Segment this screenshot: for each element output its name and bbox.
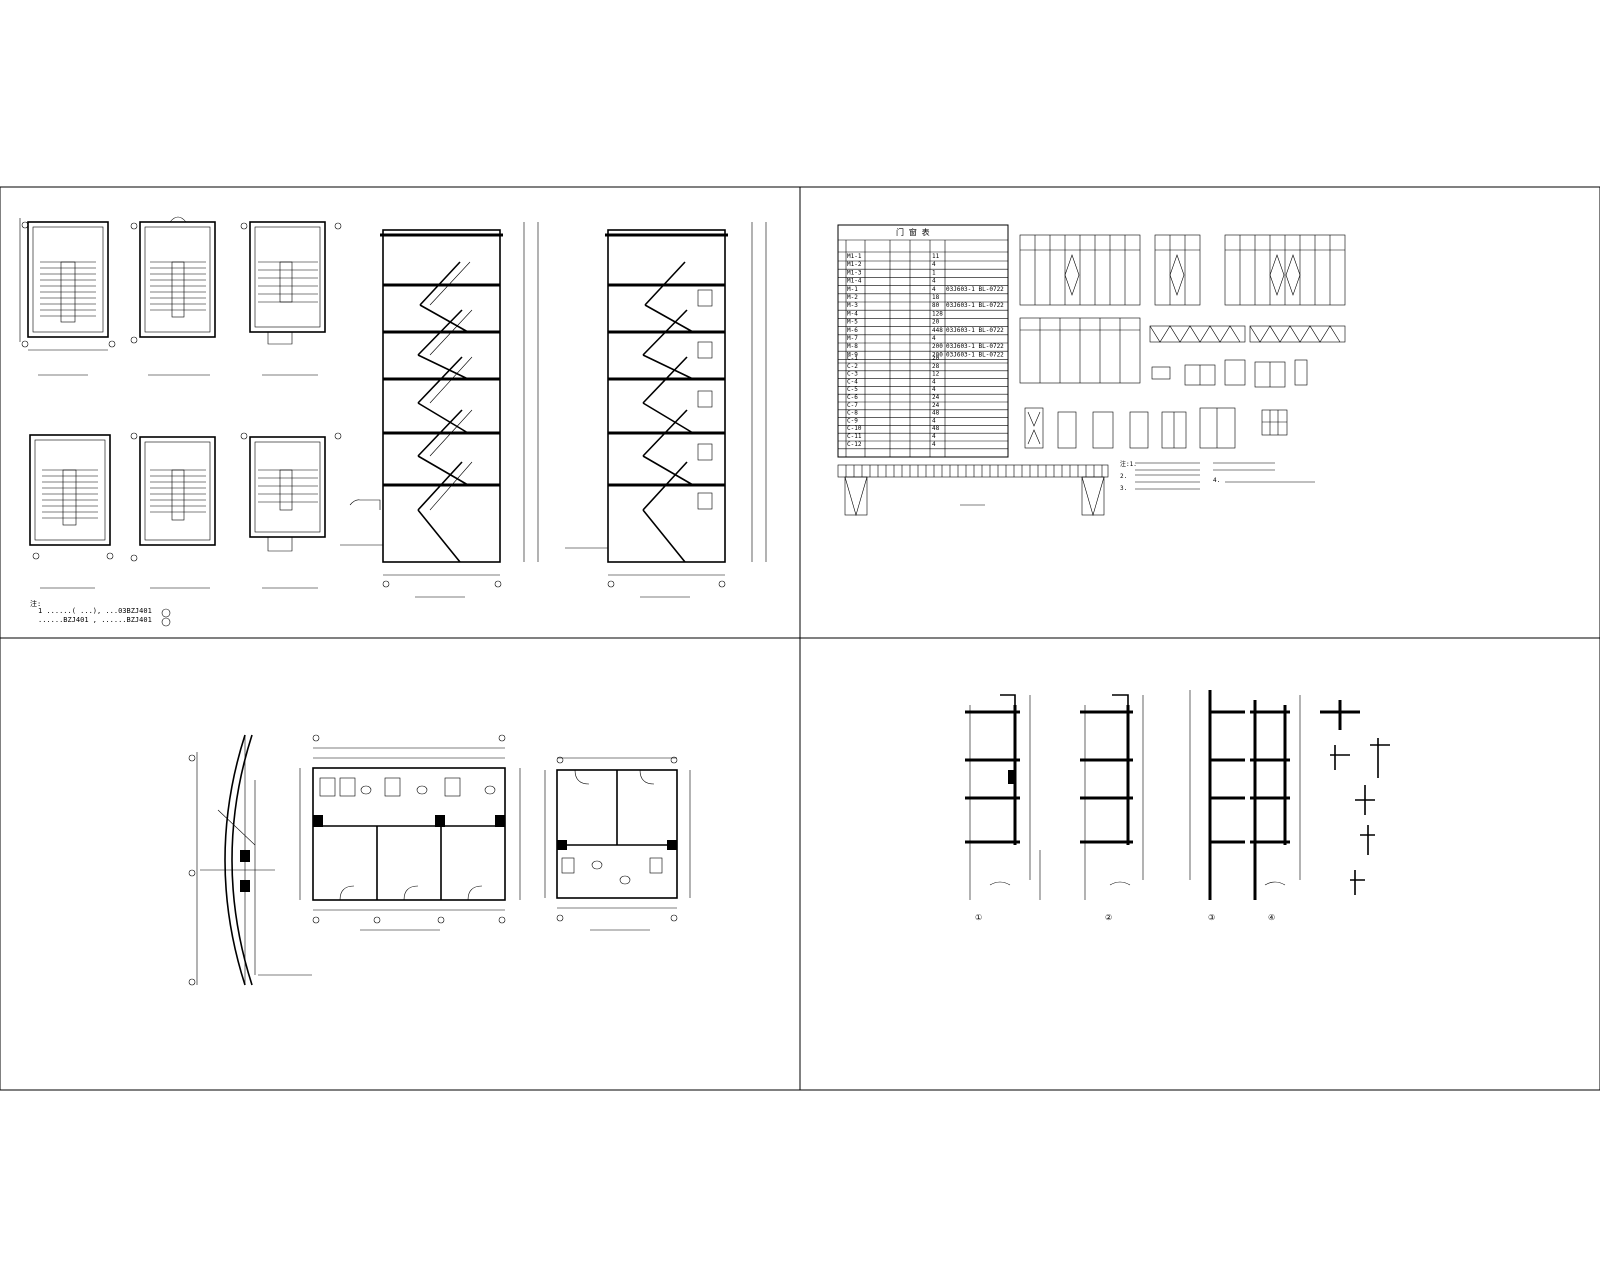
wall-section-4: ④ — [1250, 695, 1301, 922]
detail-mark-1: ① — [975, 913, 982, 922]
window-row-count: 4 — [932, 386, 936, 393]
door-row-code: M1-2 — [847, 261, 862, 268]
door-row-count: 4 — [932, 278, 936, 285]
stair-section-b — [565, 222, 767, 598]
detail-mark-icon — [161, 608, 171, 618]
door-row-ref: 03J603-1 BL-0722 — [946, 343, 1004, 350]
door-row-count: 11 — [932, 253, 940, 260]
door-row-ref: 03J603-1 BL-0722 — [946, 351, 1004, 358]
door-row-count: 20 — [932, 319, 940, 326]
window-row-code: C-8 — [847, 410, 858, 417]
window-row-count: 48 — [932, 425, 940, 432]
stair-note-line1: 1 ......( ...), ...03BZJ401 — [38, 607, 152, 615]
curved-wall-plan — [188, 734, 312, 986]
window-row-count: 48 — [932, 410, 940, 417]
note-1: 注:1. — [1120, 460, 1137, 468]
window-row-count: 12 — [932, 371, 940, 378]
door-row-code: M-8 — [847, 343, 858, 350]
door-row-code: M1-3 — [847, 269, 862, 276]
door-row-ref: 03J603-1 BL-0722 — [946, 302, 1004, 309]
stair-note-heading: 注: — [30, 599, 41, 608]
stair-plan-2 — [130, 216, 216, 376]
stair-plans-group: 注: 1 ......( ...), ...03BZJ401 ......BZJ… — [19, 216, 342, 627]
window-row-count: 4 — [932, 417, 936, 424]
stair-plan-5 — [130, 432, 216, 589]
window-row-code: C-12 — [847, 441, 862, 448]
window-row-code: C-10 — [847, 425, 862, 432]
door-row-count: 1 — [932, 269, 936, 276]
door-row-code: M-1 — [847, 286, 858, 293]
window-row-count: 28 — [932, 363, 940, 370]
curtain-wall-elevation — [837, 464, 1109, 517]
wall-section-1: ① — [965, 694, 1041, 922]
window-row-code: C-5 — [847, 386, 858, 393]
detail-mark-4: ④ — [1268, 913, 1275, 922]
small-details — [1320, 700, 1390, 895]
note-3: 3. — [1120, 485, 1127, 492]
door-row-code: M1-1 — [847, 253, 862, 260]
window-row-code: C-9 — [847, 417, 858, 424]
window-row-count: 24 — [932, 402, 940, 409]
detail-mark-3: ③ — [1208, 913, 1215, 922]
door-row-count: 80 — [932, 302, 940, 309]
stair-plan-1 — [19, 218, 116, 376]
door-row-ref: 03J603-1 BL-0722 — [946, 327, 1004, 334]
detail-mark-icon — [161, 617, 171, 627]
door-row-code: M-6 — [847, 327, 858, 334]
detail-mark-2: ② — [1105, 913, 1112, 922]
door-row-count: 4 — [932, 261, 936, 268]
washroom-plan-1 — [299, 734, 521, 931]
window-row-code: C-3 — [847, 371, 858, 378]
door-row-code: M1-4 — [847, 278, 862, 285]
wall-sections: ① ② ③ — [965, 690, 1390, 922]
table-notes: 注:1. 2. 3. 4. — [1120, 460, 1315, 492]
table-title: 门 窗 表 — [896, 227, 930, 237]
door-row-count: 18 — [932, 294, 940, 301]
door-row-code: M-3 — [847, 302, 858, 309]
window-row-count: 4 — [932, 441, 936, 448]
door-row-count: 128 — [932, 310, 943, 317]
door-row-count: 200 — [932, 343, 943, 350]
door-row-code: M-9 — [847, 351, 858, 358]
sheet-frame — [0, 186, 1600, 1091]
washroom-plan-2 — [544, 756, 691, 931]
window-row-code: C-1 — [847, 355, 858, 362]
door-row-code: M-4 — [847, 310, 858, 317]
window-row-code: C-2 — [847, 363, 858, 370]
window-row-count: 4 — [932, 433, 936, 440]
window-row-code: C-11 — [847, 433, 862, 440]
door-row-count: 4 — [932, 286, 936, 293]
door-row-count: 448 — [932, 327, 943, 334]
window-elevations — [1019, 234, 1346, 449]
window-row-code: C-6 — [847, 394, 858, 401]
door-row-code: M-7 — [847, 335, 858, 342]
window-row-count: 4 — [932, 378, 936, 385]
stair-section-a — [340, 222, 539, 598]
door-row-ref: 03J603-1 BL-0722 — [946, 286, 1004, 293]
window-row-code: C-7 — [847, 402, 858, 409]
door-row-count: 200 — [932, 351, 943, 358]
stair-plan-3 — [240, 221, 342, 376]
window-row-count: 24 — [932, 394, 940, 401]
note-4: 4. — [1213, 477, 1220, 484]
door-row-code: M-2 — [847, 294, 858, 301]
door-row-code: M-5 — [847, 319, 858, 326]
stair-plan-4 — [29, 434, 114, 589]
wall-section-2: ② — [1080, 694, 1144, 922]
wall-section-3: ③ — [1189, 690, 1245, 922]
window-row-count: 20 — [932, 355, 940, 362]
stair-plan-6 — [240, 432, 342, 589]
window-row-code: C-4 — [847, 378, 858, 385]
stair-note-line2: ......BZJ401 , ......BZJ401 — [38, 616, 152, 624]
door-row-count: 4 — [932, 335, 936, 342]
note-2: 2. — [1120, 473, 1127, 480]
